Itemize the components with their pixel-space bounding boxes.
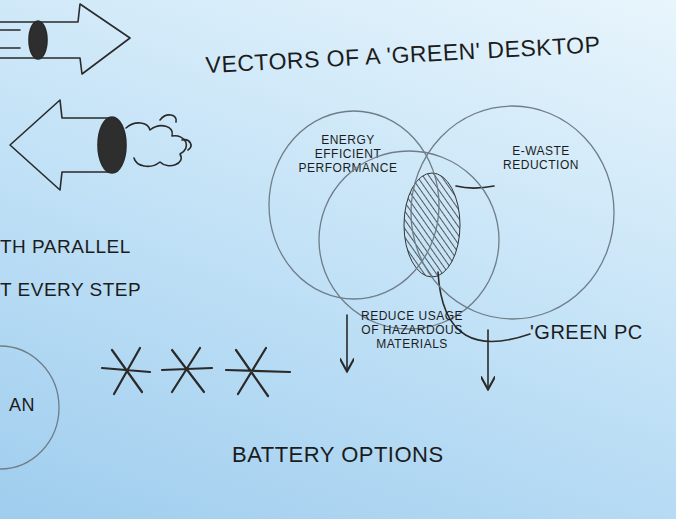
arrow-sketch: [0, 4, 130, 74]
circle-outline: [410, 105, 615, 320]
node-label: E-WASTE REDUCTION: [496, 145, 586, 173]
node-label: AN: [2, 395, 42, 416]
hatched-intersection: [404, 173, 460, 277]
partial-note: TH PARALLEL: [0, 236, 131, 258]
callout-label: 'GREEN PC: [530, 321, 643, 344]
node-label: REDUCE USAGE OF HAZARDOUS MATERIALS: [360, 310, 464, 351]
arrow-sketch: [10, 100, 191, 190]
asterisk-symbols: [102, 348, 290, 396]
sketch-title: VECTORS OF A 'GREEN' DESKTOP: [205, 31, 601, 78]
leader-line: [456, 186, 494, 188]
venn-circle: REDUCE USAGE OF HAZARDOUS MATERIALS: [318, 150, 500, 330]
circle-outline: [318, 150, 500, 330]
section-heading: BATTERY OPTIONS: [232, 442, 444, 467]
down-arrow: [346, 315, 348, 370]
partial-circle: AN: [0, 345, 60, 470]
partial-note: T EVERY STEP: [0, 279, 141, 301]
down-arrow: [487, 330, 489, 388]
venn-circle: ENERGY EFFICIENT PERFORMANCE: [268, 110, 440, 300]
venn-circle: E-WASTE REDUCTION: [410, 105, 615, 320]
